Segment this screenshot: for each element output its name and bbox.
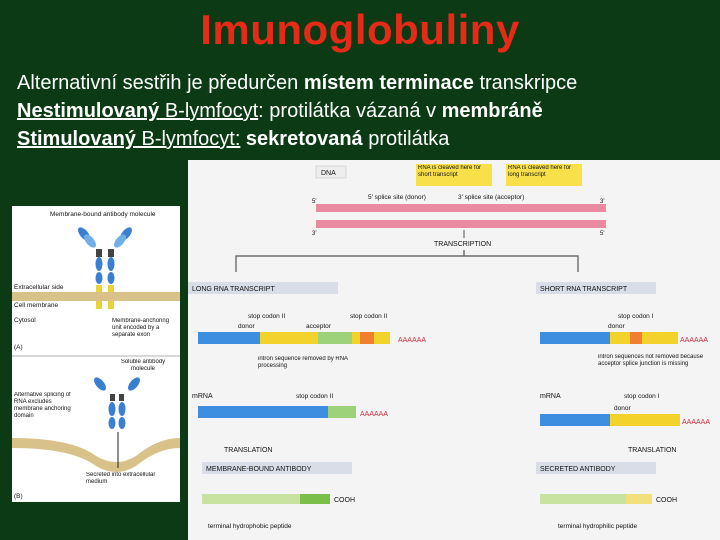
anchor-note-box: Membrane-anchoring unit encoded by a sep… <box>112 318 178 352</box>
dna-3prime: 3' <box>600 199 604 205</box>
long-polyA: AAAAAA <box>398 337 426 344</box>
line3-part-d: protilátka <box>363 128 450 150</box>
stop-codon-2-long: stop codon II <box>248 313 285 320</box>
mrna-long-label: mRNA <box>192 393 213 400</box>
anchor-note: Membrane-anchoring unit encoded by a sep… <box>112 318 178 339</box>
line1-part-c: transkripce <box>474 72 577 94</box>
transcription-label: TRANSCRIPTION <box>434 241 491 248</box>
slide-title: Imunoglobuliny <box>0 6 720 54</box>
alt-splicing-note: Alternative splicing of RNA excludes mem… <box>14 392 82 420</box>
secreted-peptide-bar <box>540 494 626 504</box>
short-polyA: AAAAAA <box>680 337 708 344</box>
hydrophilic-peptide <box>626 494 652 504</box>
text-line-3: Stimulovaný B-lymfocyt: sekretovaná prot… <box>17 127 449 151</box>
secreted-antibody-label: SECRETED ANTIBODY <box>540 466 616 473</box>
cell-membrane-band <box>12 292 180 301</box>
membrane-antibody-label: MEMBRANE-BOUND ANTIBODY <box>206 466 312 473</box>
hydrophilic-label: terminal hydrophilic peptide <box>558 523 638 530</box>
translation-long: TRANSLATION <box>224 447 273 454</box>
short-mrna-polyA: AAAAAA <box>682 419 710 426</box>
long-mrna-green <box>328 406 356 418</box>
cytosol-label: Cytosol <box>14 317 36 324</box>
antibody-diagram: Membrane-bound antibody molecule Extrace… <box>12 206 180 502</box>
stop-codon-1-short: stop codon I <box>618 313 654 320</box>
intron-removed-fo: intron sequence removed by RNA processin… <box>258 356 368 378</box>
line1-part-a: Alternativní sestřih je předurčen <box>17 72 304 94</box>
line3-part-a: Stimulovaný <box>17 128 136 150</box>
short-exon-blue <box>540 332 610 344</box>
secreted-note-box: Secreted into extracellular medium <box>86 472 166 500</box>
long-exon-blue <box>198 332 260 344</box>
dna-strand-bottom <box>316 220 606 228</box>
cleave-short-fo: RNA is cleaved here for short transcript <box>418 165 490 185</box>
long-mrna-blue <box>198 406 328 418</box>
text-line-1: Alternativní sestřih je předurčen místem… <box>17 71 577 95</box>
line3-part-c: sekretovaná <box>240 128 362 150</box>
splice-acceptor-label: 3' splice site (acceptor) <box>458 194 524 201</box>
intron-not-removed-fo: intron sequences not removed because acc… <box>598 354 718 384</box>
long-exon-green <box>318 332 352 344</box>
alt-splicing-box: Alternative splicing of RNA excludes mem… <box>14 392 82 432</box>
line2-part-a: Nestimulovaný <box>17 100 159 122</box>
label-a: (A) <box>14 344 23 351</box>
short-mrna-yellow <box>610 414 680 426</box>
long-transcript-label: LONG RNA TRANSCRIPT <box>192 286 275 293</box>
intron-not-removed-text: intron sequences not removed because acc… <box>598 354 718 368</box>
cleave-long-text: RNA is cleaved here for long transcript <box>508 165 580 179</box>
short-intron-yellow <box>610 332 678 344</box>
stop-codon-2-long-b: stop codon II <box>350 313 387 320</box>
stop-codon-2-mrna: stop codon II <box>296 393 333 400</box>
soluble-antibody-title: Soluble antibody molecule <box>108 359 178 373</box>
cell-membrane-label: Cell membrane <box>14 302 58 309</box>
antibody-figure: Membrane-bound antibody molecule Extrace… <box>12 206 180 502</box>
soluble-title-box: Soluble antibody molecule <box>108 359 178 377</box>
line2-part-b: B-lymfocyt <box>159 100 258 122</box>
intron-removed-text: intron sequence removed by RNA processin… <box>258 356 368 370</box>
translation-short: TRANSLATION <box>628 447 677 454</box>
extracellular-label: Extracellular side <box>14 284 64 291</box>
splice-donor-label: 5' splice site (donor) <box>368 194 426 201</box>
cooh-long: COOH <box>334 497 355 504</box>
short-mrna-blue <box>540 414 610 426</box>
dna-5prime-bottom: 5' <box>600 231 604 237</box>
label-b: (B) <box>14 493 23 500</box>
line2-part-d: membráně <box>442 100 543 122</box>
long-mrna-polyA: AAAAAA <box>360 411 388 418</box>
hydrophobic-label: terminal hydrophobic peptide <box>208 523 292 530</box>
short-transcript-label: SHORT RNA TRANSCRIPT <box>540 286 628 293</box>
cleave-long-fo: RNA is cleaved here for long transcript <box>508 165 580 185</box>
line2-part-c: : protilátka vázaná v <box>258 100 441 122</box>
membrane-antibody-title: Membrane-bound antibody molecule <box>50 211 156 218</box>
dna-label: DNA <box>321 170 336 177</box>
stop-codon-1-mrna: stop codon I <box>624 393 660 400</box>
long-stop-marker <box>360 332 374 344</box>
cooh-short: COOH <box>656 497 677 504</box>
curved-membrane <box>12 438 180 472</box>
donor-long: donor <box>238 323 255 330</box>
hydrophobic-peptide <box>300 494 330 504</box>
splicing-diagram: DNA RNA is cleaved here for short transc… <box>188 160 720 540</box>
line1-part-b: místem terminace <box>304 72 474 94</box>
acceptor-long: acceptor <box>306 323 332 330</box>
line3-part-b: B-lymfocyt: <box>136 128 240 150</box>
cleave-short-text: RNA is cleaved here for short transcript <box>418 165 490 179</box>
dna-5prime: 5' <box>312 199 316 205</box>
splicing-figure: DNA RNA is cleaved here for short transc… <box>188 160 720 540</box>
donor-short-mrna: donor <box>614 405 631 412</box>
text-line-2: Nestimulovaný B-lymfocyt: protilátka váz… <box>17 99 543 123</box>
mrna-short-label: mRNA <box>540 393 561 400</box>
dna-strand-top <box>316 204 606 212</box>
soluble-antibody-shape <box>92 375 142 429</box>
secreted-note: Secreted into extracellular medium <box>86 472 166 486</box>
short-stop-marker <box>630 332 642 344</box>
dna-3prime-bottom: 3' <box>312 231 316 237</box>
donor-short: donor <box>608 323 625 330</box>
